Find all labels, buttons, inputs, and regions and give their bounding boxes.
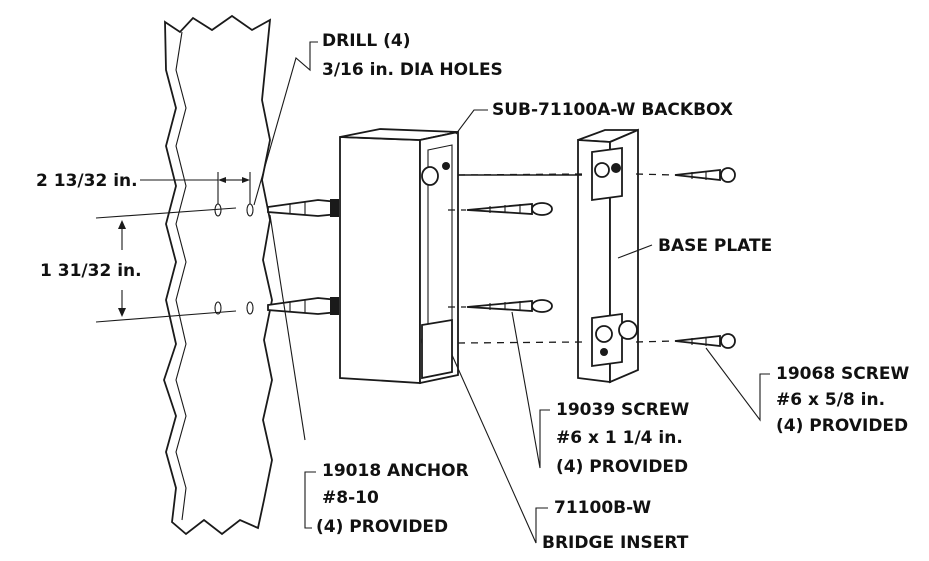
anchor-label-line1: 19018 ANCHOR [322, 461, 469, 481]
screw-19039-label-line1: 19039 SCREW [556, 400, 689, 420]
screw-19039-label-line3: (4) PROVIDED [556, 457, 688, 477]
alignment-lines [448, 173, 675, 344]
leader-lines [253, 41, 770, 544]
anchor-label-line2: #8-10 [322, 488, 379, 508]
anchor-lower [267, 297, 339, 315]
bridge-label-line1: 71100B-W [554, 498, 651, 518]
screw-19068-label-line1: 19068 SCREW [776, 364, 909, 384]
bridge-label-line2: BRIDGE INSERT [542, 533, 689, 553]
backbox-label: SUB-71100A-W BACKBOX [492, 100, 733, 120]
drill-label-line1: DRILL (4) [322, 31, 410, 51]
base-plate-label: BASE PLATE [658, 236, 772, 256]
dimension-vertical [95, 207, 237, 323]
screw-19068-lower [674, 333, 736, 349]
anchor-label-line3: (4) PROVIDED [316, 517, 448, 537]
base-plate [577, 128, 639, 384]
screw-19039-lower [466, 299, 553, 313]
wall-section [163, 14, 273, 536]
screw-19068-upper [674, 167, 736, 183]
screw-19039-label-line2: #6 x 1 1/4 in. [556, 428, 683, 448]
anchor-upper [267, 199, 339, 217]
screw-19039-upper [466, 202, 553, 216]
dimension-vertical-label: 1 31/32 in. [40, 261, 142, 281]
dimension-horizontal [140, 172, 251, 204]
screw-19068-label-line3: (4) PROVIDED [776, 416, 908, 436]
drill-label-line2: 3/16 in. DIA HOLES [322, 60, 503, 80]
bridge-insert [421, 318, 453, 380]
dimension-horizontal-label: 2 13/32 in. [36, 171, 138, 191]
labels: DRILL (4) 3/16 in. DIA HOLES SUB-71100A-… [36, 31, 909, 553]
screw-19068-label-line2: #6 x 5/8 in. [776, 390, 885, 410]
